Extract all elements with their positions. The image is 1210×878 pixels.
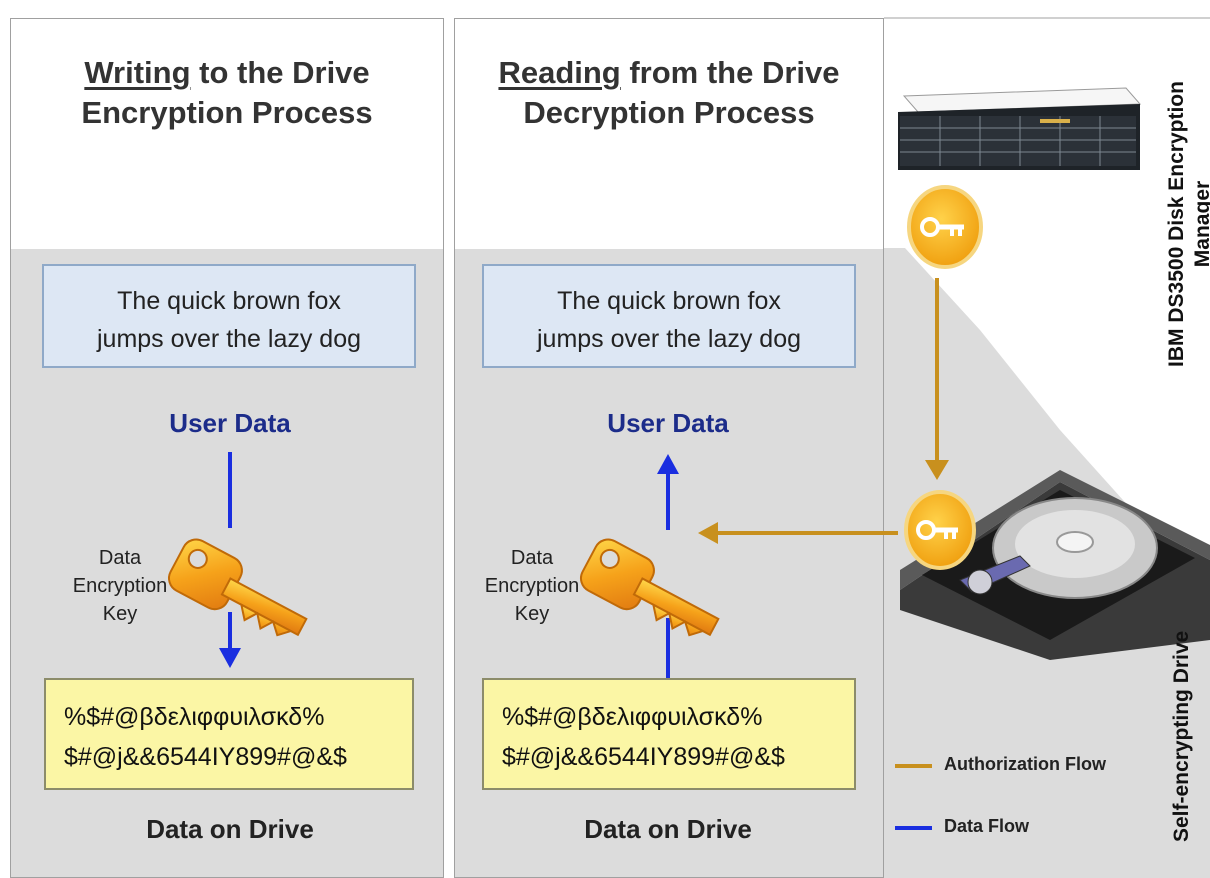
- cipher-line1: %$#@βδελιφφυιλσκδ%: [502, 703, 763, 731]
- ciphertext-box-writing: %$#@βδελιφφυιλσκδ% $#@j&&6544IY899#@&$: [44, 678, 414, 790]
- title-line2: Encryption Process: [81, 95, 373, 130]
- ciphertext-box-reading: %$#@βδελιφφυιλσκδ% $#@j&&6544IY899#@&$: [482, 678, 856, 790]
- manager-label-line2: Manager: [1191, 180, 1210, 268]
- legend-authorization-flow: Authorization Flow: [944, 754, 1106, 774]
- key-label-line1: Data: [510, 547, 554, 569]
- panel-title: Reading from the Drive Decryption Proces…: [455, 53, 883, 133]
- authorization-key-icon: [907, 185, 983, 269]
- title-rest: to the Drive: [190, 55, 370, 90]
- key-label-line2: Encryption: [72, 575, 168, 597]
- panel-title: Writing to the Drive Encryption Process: [11, 53, 443, 133]
- legend-data-flow: Data Flow: [944, 816, 1030, 836]
- cipher-line2: $#@j&&6544IY899#@&$: [64, 743, 347, 771]
- key-label-reading: Data Encryption Key: [462, 544, 602, 628]
- cipher-line1: %$#@βδελιφφυιλσκδ%: [64, 703, 325, 731]
- data-on-drive-label-writing: Data on Drive: [146, 814, 314, 844]
- plaintext-line2: jumps over the lazy dog: [536, 325, 802, 353]
- cipher-line2: $#@j&&6544IY899#@&$: [502, 743, 785, 771]
- key-label-line3: Key: [514, 603, 550, 625]
- data-encryption-key-icon: [579, 538, 720, 637]
- title-underlined-word: Writing: [84, 55, 191, 90]
- authorization-key-icon: [904, 490, 976, 570]
- title-rest: from the Drive: [620, 55, 840, 90]
- drive-label: Self-encrypting Drive: [1170, 630, 1193, 842]
- authorization-flow-arrow-vertical: [925, 278, 949, 480]
- manager-label: IBM DS3500 Disk Encryption Manager: [1164, 44, 1210, 404]
- data-encryption-key-icon: [167, 538, 308, 637]
- title-line2: Decryption Process: [523, 95, 815, 130]
- plaintext-line1: The quick brown fox: [117, 287, 341, 315]
- user-data-label-writing: User Data: [169, 408, 291, 438]
- authorization-flow-arrow-horizontal: [698, 522, 898, 544]
- key-label-writing: Data Encryption Key: [50, 544, 190, 628]
- plaintext-line1: The quick brown fox: [557, 287, 781, 315]
- key-label-line3: Key: [102, 603, 138, 625]
- plaintext-box-reading: The quick brown fox jumps over the lazy …: [482, 264, 856, 368]
- hard-drive-icon: [900, 470, 1210, 660]
- data-on-drive-label-reading: Data on Drive: [584, 814, 752, 844]
- key-label-line1: Data: [98, 547, 142, 569]
- key-label-line2: Encryption: [484, 575, 580, 597]
- plaintext-box-writing: The quick brown fox jumps over the lazy …: [42, 264, 416, 368]
- title-underlined-word: Reading: [498, 55, 621, 90]
- data-flow-arrow-writing: [219, 452, 241, 668]
- manager-label-line1: IBM DS3500 Disk Encryption: [1165, 81, 1188, 367]
- storage-server-icon: [898, 87, 1142, 170]
- plaintext-line2: jumps over the lazy dog: [96, 325, 362, 353]
- data-flow-arrow-reading: [657, 454, 679, 678]
- user-data-label-reading: User Data: [607, 408, 729, 438]
